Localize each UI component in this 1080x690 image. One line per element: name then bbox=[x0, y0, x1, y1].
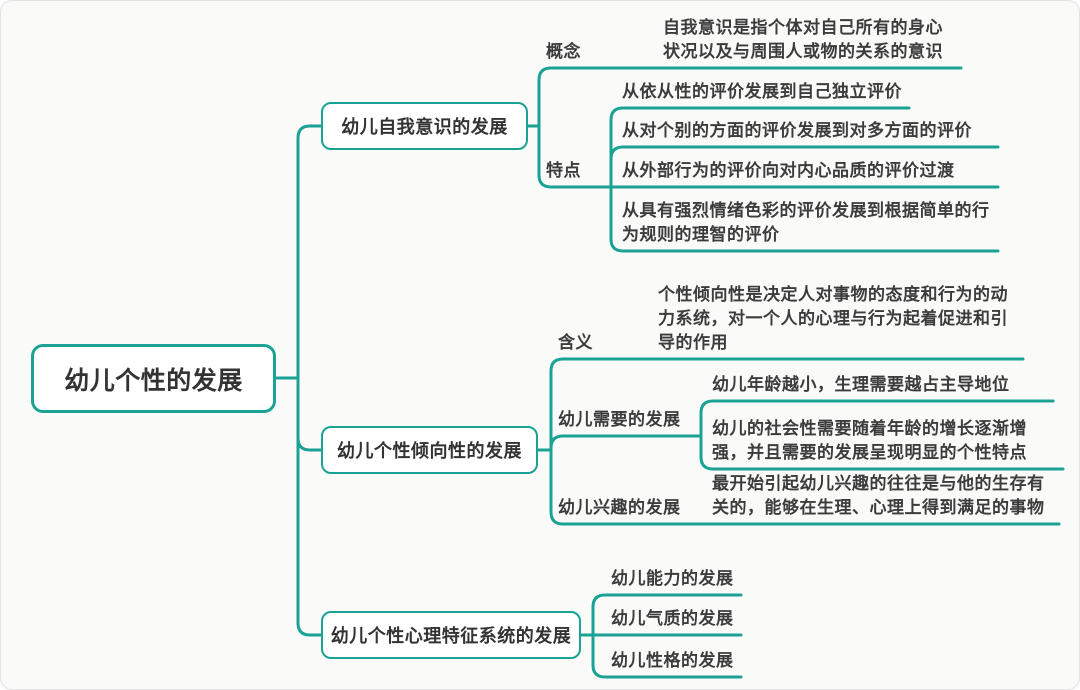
leaf-need-2[interactable]: 幼儿的社会性需要随着年龄的增长逐渐增 强，并且需要的发展呈现明显的个性特点 bbox=[712, 419, 1027, 462]
branch-node-label: 幼儿个性倾向性的发展 bbox=[337, 441, 522, 461]
branch-node-label: 幼儿自我意识的发展 bbox=[341, 117, 508, 137]
root-node[interactable]: 幼儿个性的发展 bbox=[31, 344, 276, 413]
leaf-need-1[interactable]: 幼儿年龄越小，生理需要越占主导地位 bbox=[712, 375, 1010, 394]
branch-node-psych-traits-system[interactable]: 幼儿个性心理特征系统的发展 bbox=[321, 611, 581, 659]
branch-node-personality-tendency[interactable]: 幼儿个性倾向性的发展 bbox=[321, 426, 538, 474]
leaf-character-development[interactable]: 幼儿性格的发展 bbox=[611, 651, 734, 670]
leaf-trait-1[interactable]: 从依从性的评价发展到自己独立评价 bbox=[622, 82, 902, 101]
branch-node-self-awareness[interactable]: 幼儿自我意识的发展 bbox=[321, 102, 528, 150]
root-node-label: 幼儿个性的发展 bbox=[64, 366, 243, 395]
wire-root-branch2 bbox=[296, 376, 323, 452]
label-interest-development[interactable]: 幼儿兴趣的发展 bbox=[558, 498, 681, 517]
leaf-trait-2[interactable]: 从对个别的方面的评价发展到对多方面的评价 bbox=[622, 121, 972, 140]
label-meaning[interactable]: 含义 bbox=[558, 333, 593, 352]
leaf-meaning-text[interactable]: 个性倾向性是决定人对事物的态度和行为的动 力系统，对一个人的心理与行为起着促进和… bbox=[658, 285, 1008, 352]
wire-b2-needs bbox=[549, 434, 701, 452]
wire-root-branch3 bbox=[296, 376, 323, 637]
leaf-trait-4[interactable]: 从具有强烈情绪色彩的评价发展到根据简单的行 为规则的理智的评价 bbox=[622, 201, 990, 244]
leaf-temperament-development[interactable]: 幼儿气质的发展 bbox=[611, 609, 734, 628]
label-needs-development[interactable]: 幼儿需要的发展 bbox=[558, 410, 681, 429]
leaf-trait-3[interactable]: 从外部行为的评价向对内心品质的评价过渡 bbox=[622, 161, 955, 180]
label-traits[interactable]: 特点 bbox=[546, 161, 581, 180]
leaf-ability-development[interactable]: 幼儿能力的发展 bbox=[611, 569, 734, 588]
wire-root-branch1 bbox=[296, 124, 323, 380]
branch-node-label: 幼儿个性心理特征系统的发展 bbox=[330, 626, 572, 646]
label-concept[interactable]: 概念 bbox=[546, 42, 581, 61]
leaf-concept-text[interactable]: 自我意识是指个体对自己所有的身心 状况以及与周围人或物的关系的意识 bbox=[663, 18, 943, 61]
leaf-interest-text[interactable]: 最开始引起幼儿兴趣的往往是与他的生存有 关的，能够在生理、心理上得到满足的事物 bbox=[712, 474, 1045, 517]
